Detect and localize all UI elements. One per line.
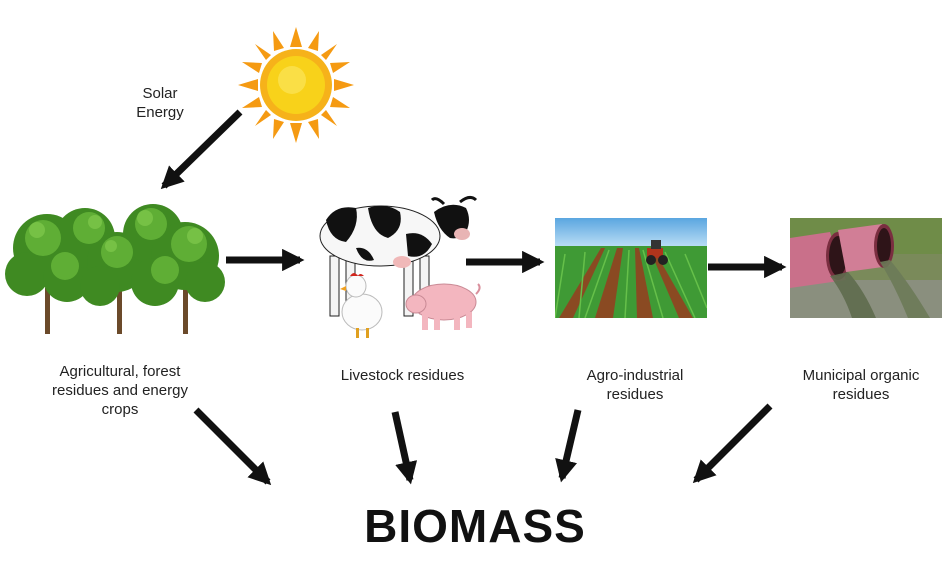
livestock-residues-label: Livestock residues (340, 367, 465, 384)
agro-industrial-residues-label: Agro-industrial residues (586, 367, 684, 403)
agricultural-residues-label: Agricultural, forest residues and energy… (52, 363, 188, 418)
arrow-municipal-to-biomass (692, 403, 773, 484)
waste-pipes-icon (790, 218, 942, 318)
trees-icon (5, 204, 225, 334)
biomass-title: BIOMASS (364, 500, 586, 552)
arrow-agri-to-biomass (193, 407, 272, 486)
sun-icon (238, 27, 354, 143)
crop-field-icon (555, 218, 707, 318)
solar-energy-label: Solar Energy (136, 85, 184, 121)
arrow-sun-to-trees (160, 109, 243, 190)
livestock-icon (319, 195, 481, 338)
arrow-livestock-to-biomass (391, 411, 418, 485)
municipal-organic-residues-label: Municipal organic residues (802, 367, 920, 403)
arrow-agro-to-biomass (555, 409, 582, 483)
